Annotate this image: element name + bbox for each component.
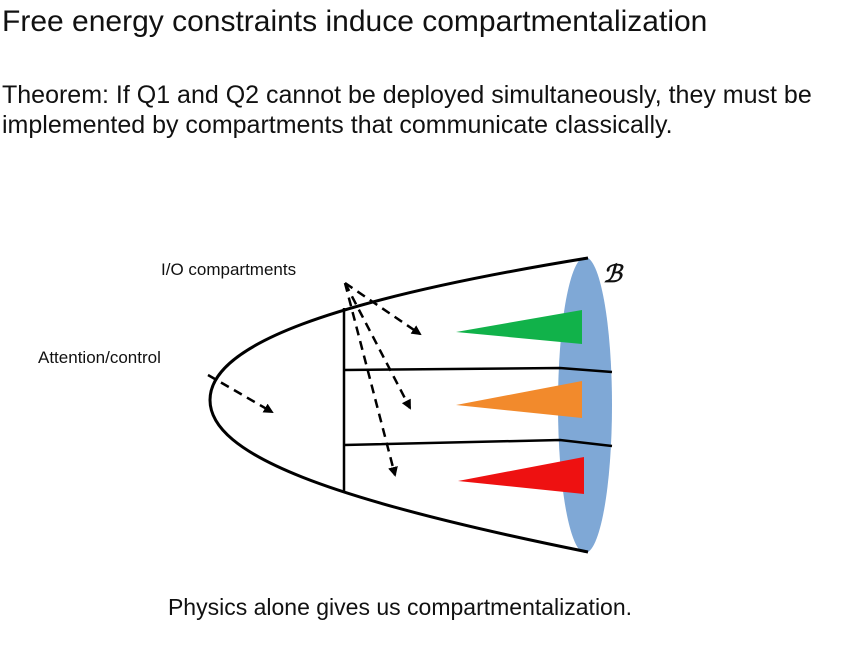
- green-triangle-icon: [456, 310, 582, 344]
- theorem-text: Theorem: If Q1 and Q2 cannot be deployed…: [2, 81, 812, 139]
- attention-control-label: Attention/control: [38, 348, 161, 367]
- io-arrow-2: [343, 282, 412, 410]
- system-outline: [208, 256, 589, 554]
- caption-text: Physics alone gives us compartmentalizat…: [167, 594, 633, 620]
- io-arrow-1: [344, 281, 422, 336]
- orange-triangle-icon: [456, 381, 582, 418]
- compartment-divider-2: [343, 438, 613, 448]
- slide-title: Free energy constraints induce compartme…: [2, 5, 708, 38]
- io-compartments-label: I/O compartments: [161, 260, 296, 279]
- red-triangle-icon: [458, 457, 584, 494]
- io-arrow-3: [343, 282, 398, 477]
- compartment-divider-1: [343, 366, 613, 374]
- boundary-symbol-label: ℬ: [603, 262, 624, 288]
- attention-arrow: [207, 373, 274, 414]
